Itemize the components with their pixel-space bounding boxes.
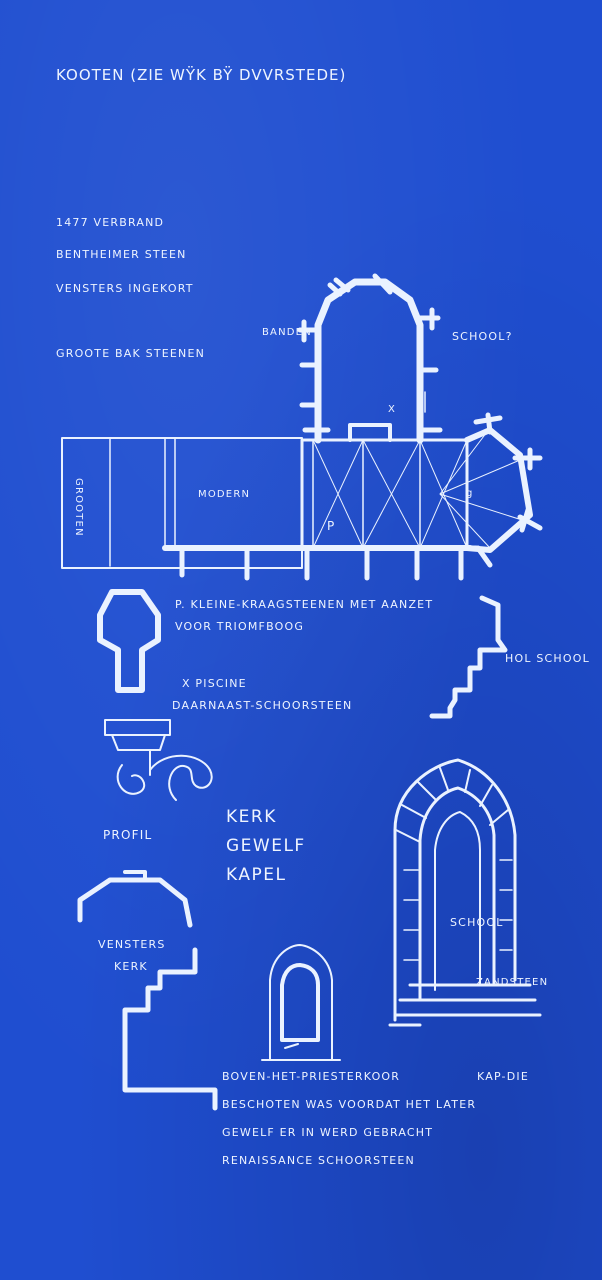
bottom-note-line2: BESCHOTEN WAS VOORDAT HET LATER xyxy=(222,1098,477,1111)
label-zandsteen: ZANDSTEEN xyxy=(476,977,549,988)
corbel-sketch xyxy=(104,719,213,801)
label-gewelf: GEWELF xyxy=(226,836,306,856)
label-kapel: KAPEL xyxy=(226,865,287,885)
label-profil: PROFIL xyxy=(103,828,153,842)
south-buttresses xyxy=(165,545,479,581)
bottom-note-line1: BOVEN-HET-PRIESTERKOOR xyxy=(222,1070,401,1083)
legend-p-line1: P. KLEINE-KRAAGSTEENEN MET AANZET xyxy=(175,598,434,611)
choir-vaulting xyxy=(300,427,523,550)
label-vensters: VENSTERS xyxy=(98,938,166,951)
chapel-buttresses xyxy=(297,273,443,433)
apse-wall xyxy=(464,427,533,553)
hol-school-profile xyxy=(429,595,508,719)
label-x: X xyxy=(388,404,397,415)
note-groote-bak: GROOTE BAK STEENEN xyxy=(56,347,206,360)
page-title: KOOTEN (ZIE WŸK BŸ DVVRSTEDE) xyxy=(56,66,347,84)
small-niche xyxy=(261,944,341,1061)
apse-buttresses xyxy=(473,412,543,568)
label-school: SCHOOL xyxy=(450,916,504,929)
gothic-door-elevation xyxy=(388,758,542,1027)
label-kerk: KERK xyxy=(226,807,277,827)
label-g: g xyxy=(466,488,474,499)
legend-p-line2: VOOR TRIOMFBOOG xyxy=(175,620,305,633)
label-p: P xyxy=(327,519,336,533)
note-bentheimer: BENTHEIMER STEEN xyxy=(56,248,187,261)
label-modern: MODERN xyxy=(198,489,251,500)
note-vensters: VENSTERS INGEKORT xyxy=(56,282,194,295)
church-floor-plan xyxy=(61,273,543,581)
bottom-note-line4: RENAISSANCE SCHOORSTEEN xyxy=(222,1154,415,1167)
vensters-kerk-profile xyxy=(77,870,218,1111)
label-grooten: GROOTEN xyxy=(73,478,84,537)
note-verbrand: 1477 VERBRAND xyxy=(56,216,165,229)
legend-x-line1: X PISCINE xyxy=(182,677,247,690)
label-banden: BANDEN xyxy=(262,327,312,338)
bottom-note-line3: GEWELF ER IN WERD GEBRACHT xyxy=(222,1126,434,1139)
pier-section xyxy=(97,589,161,693)
legend-hol-school: HOL SCHOOL xyxy=(505,652,590,665)
label-vensters-kerk: KERK xyxy=(114,960,148,973)
label-school-question: SCHOOL? xyxy=(452,330,513,343)
bottom-note-line1b: KAP-DIE xyxy=(477,1070,529,1083)
north-chapel-wall xyxy=(314,278,424,444)
legend-x-line2: DAARNAAST-SCHOORSTEEN xyxy=(172,699,353,712)
